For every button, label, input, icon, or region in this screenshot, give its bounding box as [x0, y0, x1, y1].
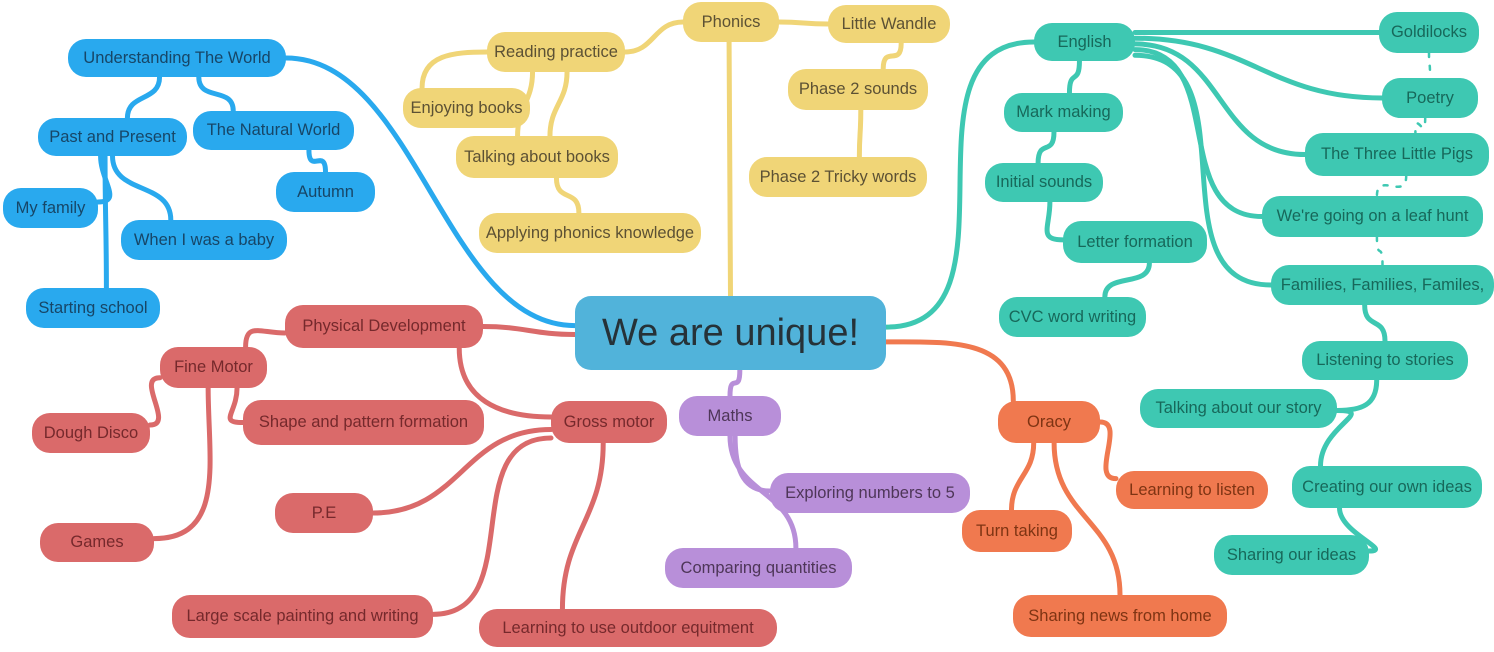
node-phonics[interactable]: Phonics — [683, 2, 779, 42]
edge-physdev-we — [480, 324, 578, 337]
edge-fine-shape — [227, 385, 246, 425]
edge-english-mark — [1066, 58, 1082, 96]
node-reading[interactable]: Reading practice — [487, 32, 625, 72]
node-listen[interactable]: Learning to listen — [1116, 471, 1268, 509]
node-pigs[interactable]: The Three Little Pigs — [1305, 133, 1489, 176]
edge-oracy-listen — [1097, 419, 1119, 482]
edge-listening-talkstory — [1334, 377, 1380, 413]
edge-english-pigs — [1132, 41, 1308, 157]
node-creating[interactable]: Creating our own ideas — [1292, 466, 1482, 508]
edge-fine-physdev — [243, 328, 288, 350]
edge-gross-outdoor — [559, 440, 606, 612]
edge-pigs-leafhunt — [1375, 174, 1408, 198]
edge-initial-letter — [1044, 199, 1066, 243]
edge-letter-cvc — [1102, 260, 1152, 300]
node-baby[interactable]: When I was a baby — [121, 220, 287, 260]
node-exploring[interactable]: Exploring numbers to 5 — [770, 473, 970, 513]
node-sharingideas[interactable]: Sharing our ideas — [1214, 535, 1369, 575]
edge-pe-gross — [370, 427, 554, 516]
node-shape[interactable]: Shape and pattern formation — [243, 400, 484, 445]
node-enjoy[interactable]: Enjoying books — [403, 88, 530, 128]
node-largescale[interactable]: Large scale painting and writing — [172, 595, 433, 638]
node-outdoor[interactable]: Learning to use outdoor equitment — [479, 609, 777, 647]
node-talkstory[interactable]: Talking about our story — [1140, 389, 1337, 428]
node-tnw[interactable]: The Natural World — [193, 111, 354, 150]
edge-phonics-wandle — [776, 19, 831, 27]
edge-we-oracy — [883, 339, 1016, 404]
edge-physdev-gross — [456, 345, 554, 420]
node-listening[interactable]: Listening to stories — [1302, 341, 1468, 380]
edge-utw-pp — [124, 74, 163, 121]
edge-talkstory-creating — [1318, 407, 1354, 469]
node-utw[interactable]: Understanding The World — [68, 39, 286, 77]
edge-mark-initial — [1035, 129, 1057, 166]
edge-maths-comparing — [727, 433, 799, 551]
node-games[interactable]: Games — [40, 523, 154, 562]
node-families[interactable]: Families, Families, Familes, — [1271, 265, 1494, 305]
node-autumn[interactable]: Autumn — [276, 172, 375, 212]
edge-families-listening — [1362, 302, 1388, 344]
node-poetry[interactable]: Poetry — [1382, 78, 1478, 118]
edge-phonics-we — [726, 39, 733, 299]
node-gross[interactable]: Gross motor — [551, 401, 667, 443]
edge-p2sounds-tricky — [856, 107, 864, 160]
edge-pp-school — [102, 153, 109, 291]
edge-we-maths — [727, 367, 743, 399]
node-oracy[interactable]: Oracy — [998, 401, 1100, 443]
edge-oracy-turntaking — [1009, 440, 1037, 513]
edge-creating-sharingideas — [1337, 505, 1379, 554]
node-physdev[interactable]: Physical Development — [285, 305, 483, 348]
node-maths[interactable]: Maths — [679, 396, 781, 436]
edge-reading-talkbooks — [547, 69, 570, 139]
node-fine[interactable]: Fine Motor — [160, 347, 267, 388]
node-initial[interactable]: Initial sounds — [985, 163, 1103, 202]
node-turntaking[interactable]: Turn taking — [962, 510, 1072, 552]
node-comparing[interactable]: Comparing quantities — [665, 548, 852, 588]
node-pe[interactable]: P.E — [275, 493, 373, 533]
edge-largescale-gross — [430, 435, 554, 617]
edge-pp-baby — [110, 153, 174, 223]
edge-fine-dough — [147, 375, 163, 428]
edge-tnw-autumn — [306, 147, 328, 175]
node-pp[interactable]: Past and Present — [38, 118, 187, 156]
node-we[interactable]: We are unique! — [575, 296, 886, 370]
edge-utw-we — [283, 55, 578, 329]
edge-phonics-reading — [622, 19, 686, 55]
node-gold[interactable]: Goldilocks — [1379, 12, 1479, 53]
node-applying[interactable]: Applying phonics knowledge — [479, 213, 701, 253]
node-p2sounds[interactable]: Phase 2 sounds — [788, 69, 928, 110]
edge-english-families — [1132, 52, 1274, 288]
edge-oracy-sharingnews — [1051, 440, 1123, 598]
edge-gold-poetry — [1427, 51, 1432, 80]
node-wandle[interactable]: Little Wandle — [828, 5, 950, 43]
edge-poetry-pigs — [1414, 116, 1427, 135]
node-talkbooks[interactable]: Talking about books — [456, 136, 618, 178]
edge-english-poetry — [1132, 35, 1385, 101]
node-english[interactable]: English — [1034, 23, 1135, 61]
edge-fine-games — [151, 385, 213, 542]
edge-reading-enjoy — [419, 49, 490, 91]
edge-english-we — [883, 39, 1037, 330]
node-dough[interactable]: Dough Disco — [32, 413, 150, 453]
edge-utw-tnw — [196, 74, 236, 114]
node-letter[interactable]: Letter formation — [1063, 221, 1207, 263]
node-myfam[interactable]: My family — [3, 188, 98, 228]
node-sharingnews[interactable]: Sharing news from home — [1013, 595, 1227, 637]
edge-wandle-p2sounds — [880, 40, 904, 72]
node-school[interactable]: Starting school — [26, 288, 160, 328]
node-leafhunt[interactable]: We're going on a leaf hunt — [1262, 196, 1483, 237]
edge-leafhunt-families — [1375, 235, 1384, 267]
node-tricky[interactable]: Phase 2 Tricky words — [749, 157, 927, 197]
edge-talkbooks-applying — [553, 175, 582, 216]
node-mark[interactable]: Mark making — [1004, 93, 1123, 132]
node-cvc[interactable]: CVC word writing — [999, 297, 1146, 337]
